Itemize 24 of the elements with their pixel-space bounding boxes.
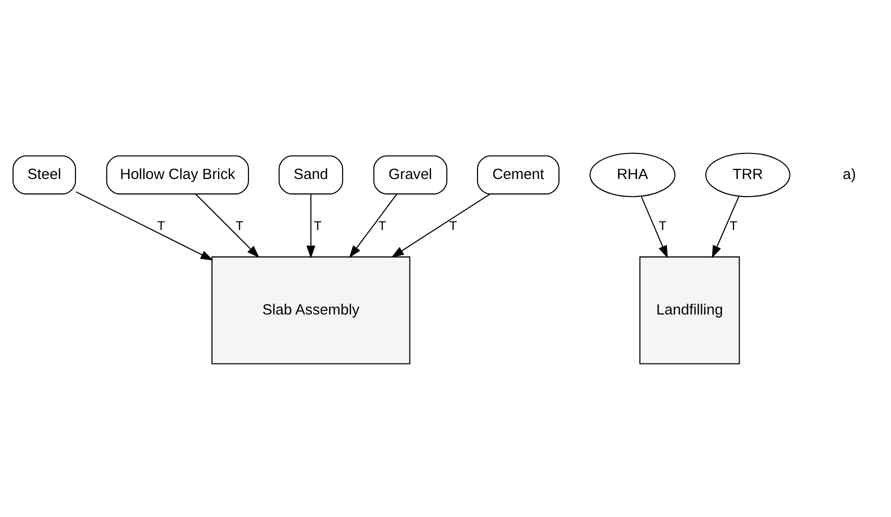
node-box: Sand <box>278 155 344 194</box>
node-box: Hollow Clay Brick <box>106 155 249 194</box>
arrow <box>195 194 260 258</box>
node-box: Gravel <box>373 155 448 194</box>
label: a) <box>842 166 856 183</box>
node-ellipse: RHA <box>590 152 676 198</box>
node-box: Steel <box>12 155 76 194</box>
arrow <box>391 194 490 258</box>
arrow <box>712 196 740 258</box>
edge-label: T <box>730 219 738 234</box>
arrow <box>640 196 668 258</box>
edge-label: T <box>378 219 386 234</box>
node-box: Slab Assembly <box>211 256 410 364</box>
node-ellipse: TRR <box>705 152 790 198</box>
edge-label: T <box>449 219 458 234</box>
edge-label: T <box>236 219 244 234</box>
node-box: Landfilling <box>639 256 740 364</box>
arrow <box>76 191 214 261</box>
arrow <box>306 194 316 258</box>
edge-label: T <box>157 219 166 234</box>
edge-label: T <box>314 219 322 234</box>
arrow <box>349 194 398 258</box>
edge-label: T <box>658 219 667 234</box>
node-box: Cement <box>476 155 560 194</box>
